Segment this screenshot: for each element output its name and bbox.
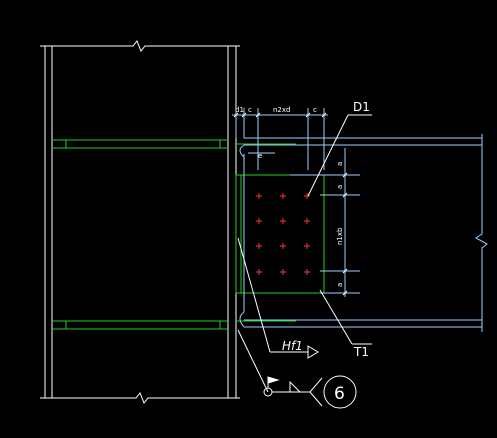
bolt-cross-icon <box>256 193 262 199</box>
dim-tick <box>255 112 261 118</box>
column-stiffeners <box>52 139 325 330</box>
label-t1: T1 <box>353 345 369 359</box>
dim-tick <box>342 268 348 274</box>
label-weld-number: 6 <box>334 384 345 404</box>
hf1-leader <box>237 237 271 353</box>
bolt-cross-icon <box>280 269 286 275</box>
column-top-break-line <box>40 40 240 52</box>
dim-top-c: c <box>248 106 252 114</box>
d1-leader <box>307 114 349 197</box>
bolt-cross-icon <box>256 269 262 275</box>
dim-tick <box>321 112 327 118</box>
annotations <box>237 114 372 409</box>
dim-side-n1xb: n1xb <box>336 227 344 245</box>
beam <box>232 108 488 332</box>
beam-cope-top <box>239 144 245 158</box>
field-weld-flag-icon <box>267 376 280 388</box>
bolt-cross-icon <box>304 269 310 275</box>
dim-side-a: a <box>336 162 344 166</box>
weld-number-circle <box>323 375 357 409</box>
bolt-cross-icon <box>256 218 262 224</box>
dim-tick <box>233 112 239 118</box>
label-d1: D1 <box>353 100 370 114</box>
dim-tick <box>342 290 348 296</box>
dim-top-c2: c <box>313 106 317 114</box>
beam-right-break-line <box>475 134 488 332</box>
bolt-cross-icon <box>280 243 286 249</box>
bolt-cross-icon <box>304 193 310 199</box>
dim-tick <box>305 112 311 118</box>
dim-flange-e: e <box>258 152 262 160</box>
label-hf1: Hf1 <box>282 339 303 353</box>
dim-top-d1: d1 <box>235 106 244 114</box>
beam-cope-bottom <box>239 311 245 328</box>
fillet-weld-icon <box>289 380 301 393</box>
bolt-group <box>256 193 310 275</box>
weld-tail-upper <box>309 377 323 393</box>
bolt-cross-icon <box>280 218 286 224</box>
weld-leader <box>237 329 269 393</box>
bolt-cross-icon <box>256 243 262 249</box>
dim-tick <box>342 192 348 198</box>
dim-side-a3: a <box>336 283 344 287</box>
dim-top-n2xd: n2xd <box>273 106 290 114</box>
shear-plate <box>235 174 325 294</box>
bolt-cross-icon <box>304 243 310 249</box>
bolt-cross-icon <box>304 218 310 224</box>
weld-tail-lower <box>309 391 323 407</box>
column <box>40 40 240 404</box>
dimension-ticks <box>233 112 348 296</box>
dim-tick <box>342 172 348 178</box>
dim-side-a2: a <box>336 185 344 189</box>
dim-tick <box>241 112 247 118</box>
hf1-arrow <box>307 345 319 359</box>
column-bottom-break-line <box>40 392 240 404</box>
bolt-cross-icon <box>280 193 286 199</box>
t1-leader <box>319 289 353 345</box>
